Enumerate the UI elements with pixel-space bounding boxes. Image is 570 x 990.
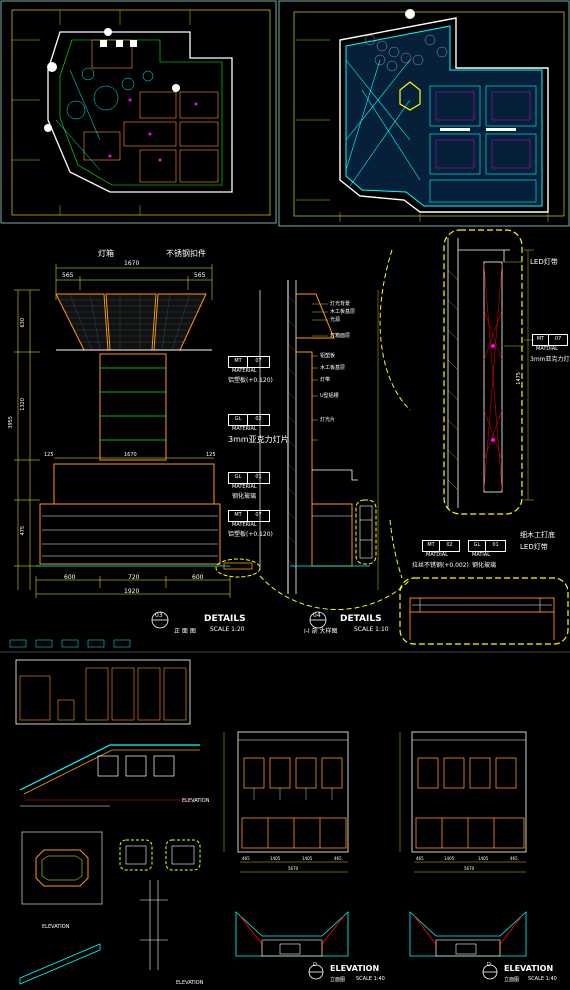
details-04-section	[287, 280, 379, 594]
small-plans	[19, 805, 201, 985]
ceiling-plan-right	[278, 0, 570, 227]
elevation-a	[223, 731, 349, 957]
floor-plan-left	[0, 0, 277, 224]
details-03-front-elevation	[14, 264, 261, 598]
elevation-b	[399, 731, 527, 957]
elevation-bottom-left	[9, 639, 200, 801]
details-right-zoom	[259, 229, 569, 645]
